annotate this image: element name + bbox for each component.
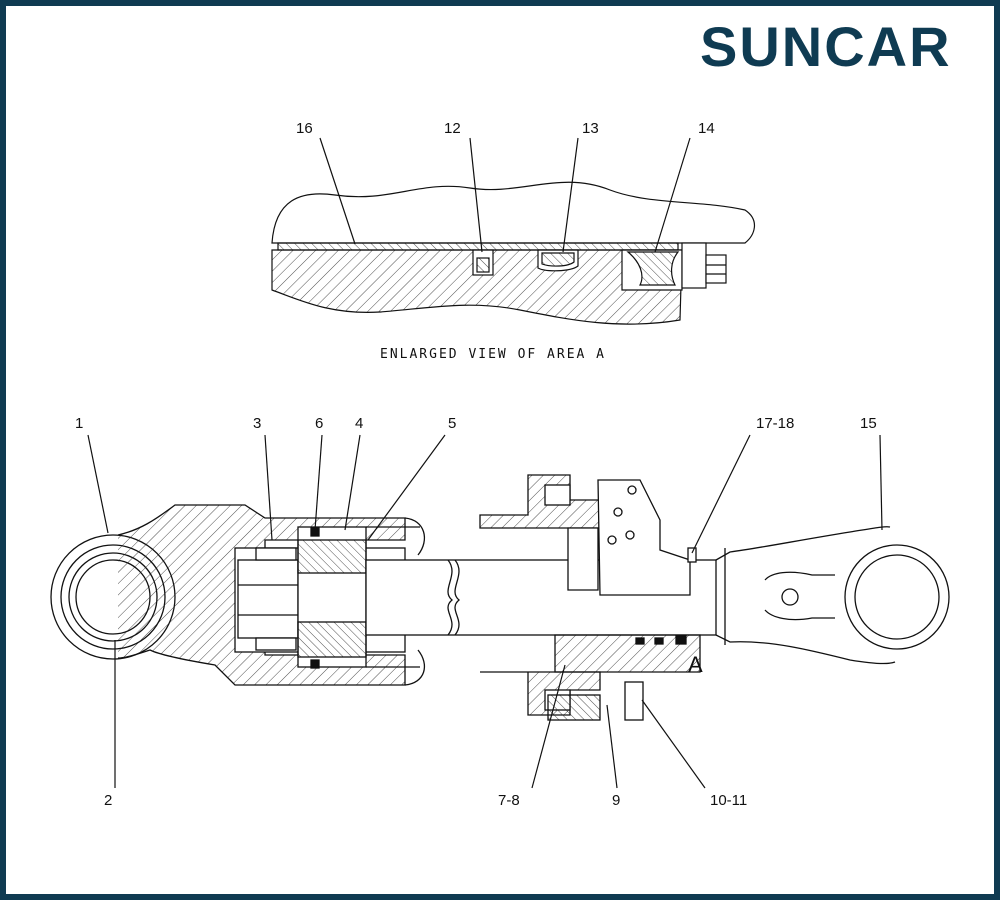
label-14: 14 [698, 120, 715, 137]
label-13: 13 [582, 120, 599, 137]
label-15: 15 [860, 415, 877, 432]
label-12: 12 [444, 120, 461, 137]
label-4: 4 [355, 415, 363, 432]
suncar-logo: SUNCAR [700, 15, 952, 78]
logo-text: SUNCAR [700, 15, 952, 78]
label-2: 2 [104, 792, 112, 809]
label-5: 5 [448, 415, 456, 432]
label-16: 16 [296, 120, 313, 137]
enlarged-detail-view [271, 181, 755, 325]
detail-label-group: 16 12 13 14 [296, 120, 715, 137]
label-1: 1 [75, 415, 83, 432]
label-17-18: 17-18 [756, 415, 794, 432]
label-6: 6 [315, 415, 323, 432]
label-7-8: 7-8 [498, 792, 520, 809]
area-a-marker: A [688, 652, 703, 677]
label-10-11: 10-11 [710, 792, 747, 809]
cylinder-section [50, 474, 950, 721]
label-3: 3 [253, 415, 261, 432]
main-leaders [87, 434, 883, 789]
detail-leaders [319, 137, 691, 253]
detail-caption: ENLARGED VIEW OF AREA A [380, 347, 606, 362]
label-9: 9 [612, 792, 620, 809]
main-label-group: 1 2 3 6 4 5 17-18 15 7-8 9 10-11 A [75, 415, 877, 809]
